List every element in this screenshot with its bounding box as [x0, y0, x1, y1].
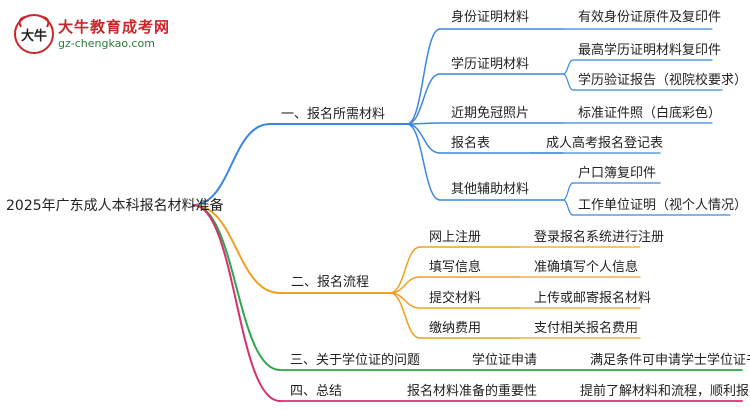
subtopic-id-proof: 身份证明材料	[451, 10, 530, 25]
leaf-education-verification: 学历验证报告（视院校要求）	[578, 73, 748, 88]
subtopic-registration-form: 报名表	[451, 136, 491, 151]
subtopic-education-proof: 学历证明材料	[451, 57, 530, 72]
leaf-household-register: 户口簿复印件	[578, 166, 657, 181]
branch-label-summary: 四、总结	[290, 384, 343, 399]
brand-url: gz-chengkao.com	[58, 37, 155, 50]
subtopic-submit-materials: 提交材料	[429, 291, 482, 306]
subtopic-online-register: 网上注册	[429, 230, 482, 245]
root-topic: 2025年广东成人本科报名材料准备	[6, 198, 224, 214]
connector-materials-sub-4	[406, 123, 441, 201]
subtopic-other-materials: 其他辅助材料	[451, 182, 530, 197]
connector-process-sub-3	[389, 292, 421, 339]
brand-logo: 大牛 大牛教育成考网 gz-chengkao.com	[12, 10, 212, 60]
leaf-id-card-copy: 有效身份证原件及复印件	[578, 10, 722, 25]
subtopic-pay-fees: 缴纳费用	[429, 321, 482, 336]
connector-materials-sub-0	[406, 28, 441, 125]
subtopic-degree-application: 学位证申请	[472, 353, 538, 368]
subtopic-fill-info: 填写信息	[429, 260, 482, 275]
leaf-standard-photo: 标准证件照（白底彩色）	[578, 106, 722, 121]
branch-label-materials: 一、报名所需材料	[281, 107, 386, 122]
connector-materials-leaf-5	[562, 182, 574, 201]
svg-text:大牛: 大牛	[21, 28, 47, 44]
leaf-fill-info: 准确填写个人信息	[534, 260, 639, 275]
leaf-degree-application: 满足条件可申请学士学位证书	[590, 353, 750, 368]
leaf-employer-proof: 工作单位证明（视个人情况）	[578, 198, 748, 213]
connector-materials-leaf-2	[562, 73, 574, 91]
connector-root-process	[192, 204, 281, 294]
leaf-registration-form: 成人高考报名登记表	[546, 136, 664, 151]
connector-root-degree	[192, 204, 281, 371]
connector-materials-sub-1	[406, 73, 441, 125]
connector-process-sub-0	[389, 246, 421, 294]
leaf-summary: 提前了解材料和流程，顺利报名	[580, 384, 750, 399]
leaf-submit-materials: 上传或邮寄报名材料	[534, 291, 652, 306]
ox-logo-icon: 大牛	[14, 14, 54, 54]
connector-root-summary	[192, 204, 281, 402]
leaf-online-register: 登录报名系统进行注册	[534, 230, 665, 245]
brand-name: 大牛教育成考网	[58, 18, 171, 36]
subtopic-importance: 报名材料准备的重要性	[407, 384, 538, 399]
connector-materials-leaf-1	[562, 59, 574, 75]
connector-materials-sub-3	[406, 123, 441, 154]
connector-materials-leaf-6	[562, 199, 574, 216]
leaf-pay-fees: 支付相关报名费用	[534, 321, 639, 336]
leaf-highest-education-copy: 最高学历证明材料复印件	[578, 43, 722, 58]
subtopic-photo: 近期免冠照片	[451, 106, 530, 121]
connector-root-materials	[192, 123, 271, 206]
branch-label-degree: 三、关于学位证的问题	[290, 353, 421, 368]
branch-label-process: 二、报名流程	[291, 275, 370, 290]
